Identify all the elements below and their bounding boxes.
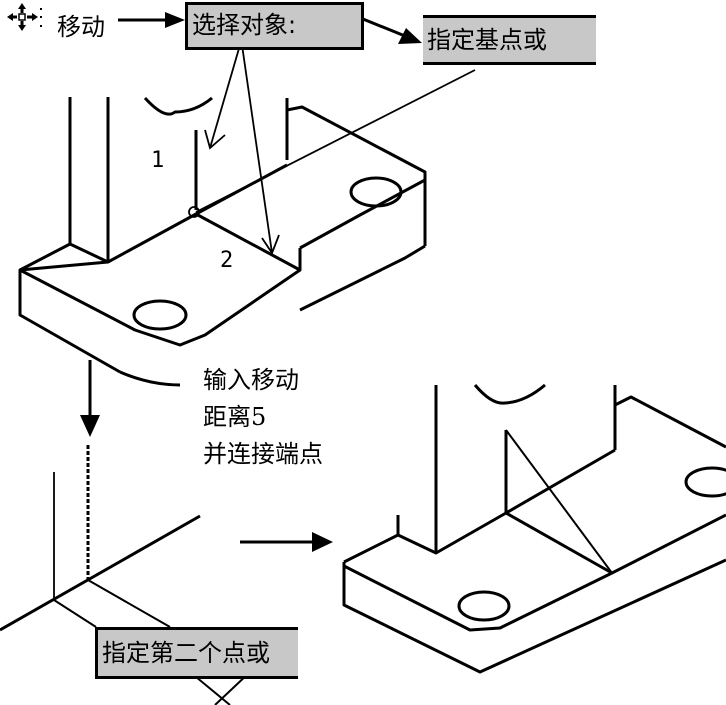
- connecting-lines: [505, 429, 613, 574]
- flow-arrow-right: [240, 532, 333, 552]
- point-label-2: 2: [220, 248, 234, 273]
- part-original: [18, 96, 427, 387]
- move-icon: [7, 3, 42, 31]
- flow-arrow-select-to-base: [357, 15, 422, 44]
- part-result: [342, 383, 726, 674]
- annotation-line-3: 并连接端点: [203, 440, 323, 468]
- pick-lines: [188, 44, 476, 255]
- annotation-line-1: 输入移动: [203, 366, 299, 394]
- specify-second-point-prompt: 指定第二个点或: [95, 627, 298, 679]
- move-command-label: 移动: [57, 13, 105, 41]
- flow-arrow-down: [80, 360, 100, 437]
- select-objects-prompt: 选择对象:: [185, 2, 364, 50]
- specify-base-point-prompt: 指定基点或: [423, 15, 596, 65]
- flow-arrow-move-to-select: [118, 12, 185, 28]
- annotation-line-2: 距离5: [203, 403, 267, 431]
- point-label-1: 1: [151, 148, 165, 173]
